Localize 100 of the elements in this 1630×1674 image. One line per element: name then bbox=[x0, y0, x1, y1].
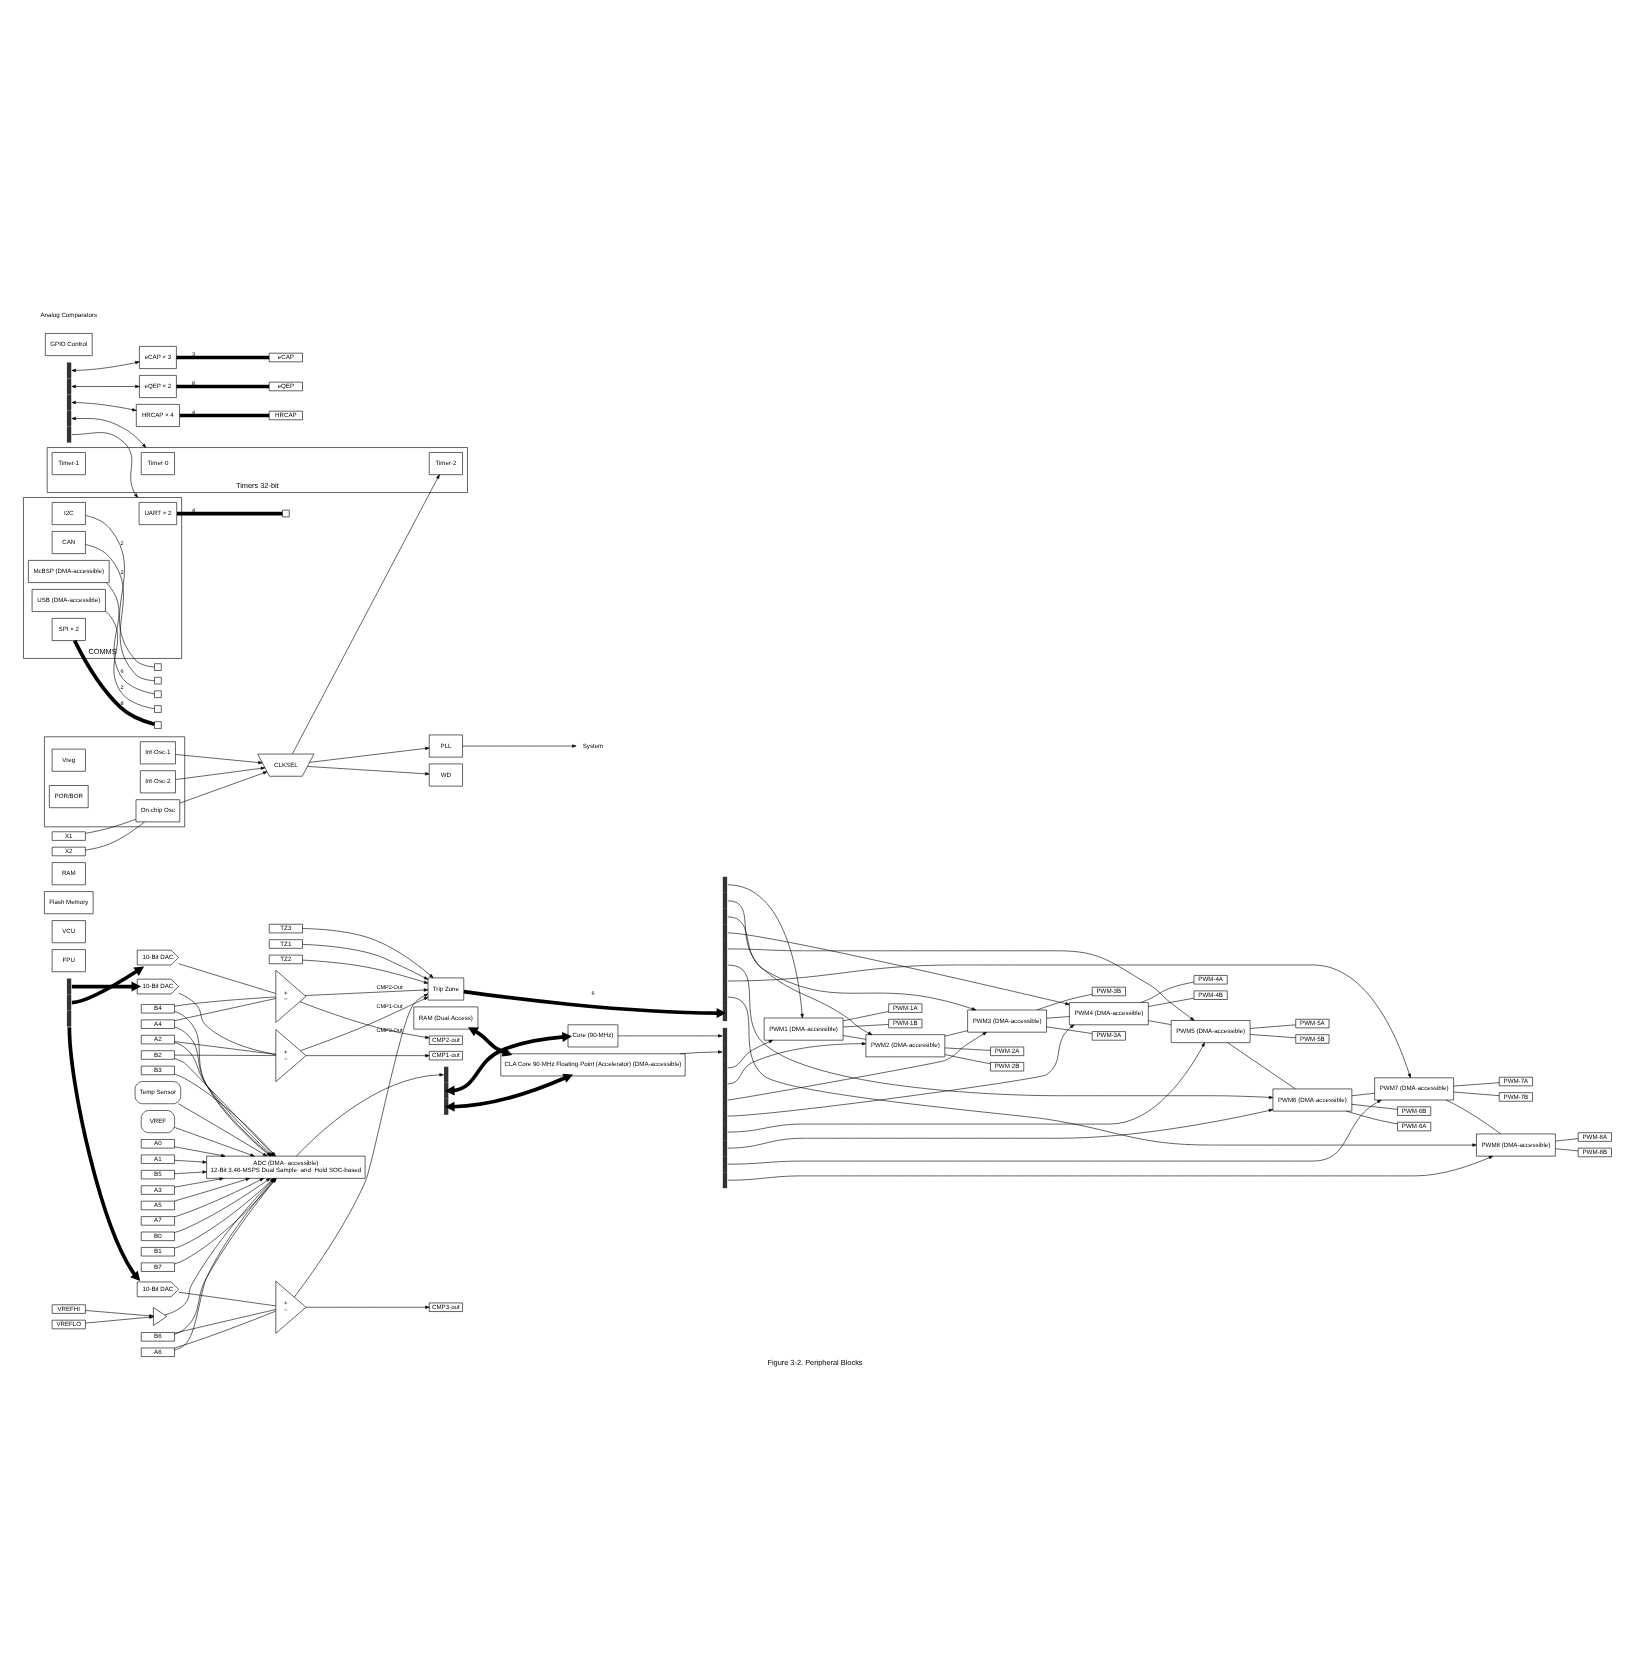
connector bbox=[842, 1011, 889, 1022]
arrow bbox=[307, 766, 430, 776]
arrow bbox=[727, 1042, 867, 1085]
node-triangle bbox=[153, 1307, 168, 1326]
connector bbox=[1148, 997, 1195, 1007]
connector bbox=[178, 963, 276, 994]
arrow bbox=[305, 1305, 430, 1309]
connector bbox=[1445, 1099, 1501, 1135]
cluster bbox=[44, 736, 186, 828]
connector bbox=[174, 1310, 276, 1349]
connector bbox=[842, 1024, 889, 1028]
arrow bbox=[727, 1155, 1494, 1181]
arrow bbox=[294, 993, 429, 1298]
arrow bbox=[296, 1073, 444, 1157]
connector bbox=[179, 413, 270, 418]
connector bbox=[944, 1030, 968, 1037]
arrow bbox=[309, 746, 430, 763]
node-box bbox=[154, 721, 162, 729]
connector bbox=[176, 355, 270, 360]
arrow bbox=[300, 996, 429, 1051]
arrow bbox=[179, 771, 268, 804]
arrow bbox=[71, 981, 142, 992]
arrow bbox=[305, 1054, 430, 1058]
arrow bbox=[174, 1127, 255, 1157]
arrow bbox=[175, 754, 263, 765]
arrow bbox=[174, 1146, 226, 1158]
connector bbox=[1140, 981, 1195, 1003]
connector bbox=[1148, 1020, 1172, 1025]
arrow bbox=[727, 1024, 1075, 1117]
arrow bbox=[174, 1170, 207, 1174]
connector bbox=[1351, 1104, 1398, 1110]
arrow bbox=[727, 964, 1274, 1099]
connector bbox=[1046, 1016, 1070, 1019]
arrow bbox=[71, 416, 147, 448]
arrow bbox=[71, 361, 140, 372]
arrow bbox=[174, 1177, 224, 1188]
connector bbox=[174, 1054, 277, 1056]
arrow bbox=[727, 1031, 987, 1101]
arrow bbox=[304, 988, 429, 996]
arrow bbox=[299, 1001, 430, 1039]
connector bbox=[174, 998, 277, 1021]
connector bbox=[944, 1054, 991, 1065]
node-box bbox=[154, 663, 162, 671]
connector bbox=[174, 1041, 277, 1055]
node-box bbox=[282, 509, 290, 518]
arrow bbox=[679, 1050, 723, 1055]
connector bbox=[178, 992, 276, 1055]
arrow bbox=[727, 1039, 774, 1069]
arrow bbox=[174, 1178, 271, 1233]
arrow bbox=[445, 1032, 572, 1096]
node-box bbox=[154, 676, 162, 685]
arrow bbox=[727, 1042, 1205, 1133]
connector bbox=[176, 511, 283, 516]
connector bbox=[1046, 1026, 1093, 1034]
connector bbox=[842, 1035, 867, 1040]
arrow bbox=[727, 1108, 1274, 1149]
connector bbox=[1249, 1024, 1296, 1029]
connector bbox=[1036, 994, 1093, 1011]
arrow bbox=[71, 966, 145, 1005]
connector bbox=[85, 821, 145, 851]
arrow bbox=[727, 884, 804, 1019]
connector bbox=[174, 1309, 277, 1334]
connector bbox=[174, 996, 276, 1007]
arrow bbox=[71, 400, 137, 412]
arrow bbox=[175, 766, 266, 780]
arrow bbox=[174, 1159, 207, 1164]
node-box bbox=[154, 690, 162, 698]
connector bbox=[105, 610, 155, 709]
arrow bbox=[302, 959, 429, 984]
arrow bbox=[67, 1027, 141, 1282]
connector bbox=[85, 818, 137, 834]
connector bbox=[1346, 1110, 1398, 1125]
arrow bbox=[727, 900, 873, 1035]
arrow bbox=[727, 932, 1070, 1006]
arrow bbox=[727, 916, 977, 1011]
connector bbox=[106, 582, 155, 695]
arrow bbox=[292, 474, 440, 755]
arrow bbox=[462, 744, 577, 748]
connector bbox=[1227, 1042, 1296, 1090]
arrow bbox=[71, 432, 138, 498]
arrow bbox=[174, 1178, 264, 1218]
arrow bbox=[71, 384, 140, 389]
connector bbox=[1249, 1034, 1296, 1039]
connector bbox=[85, 515, 155, 668]
connector bbox=[176, 384, 270, 389]
arrow bbox=[727, 964, 1411, 1078]
arrow bbox=[173, 1177, 250, 1202]
connector bbox=[72, 639, 155, 727]
arrow bbox=[178, 1103, 268, 1157]
connector bbox=[178, 1291, 276, 1307]
arrow bbox=[617, 1034, 723, 1038]
connector bbox=[944, 1047, 991, 1051]
arrow bbox=[468, 1027, 513, 1057]
arrow bbox=[463, 989, 727, 1019]
arrow bbox=[302, 944, 429, 980]
arrow bbox=[727, 996, 1477, 1147]
arrow bbox=[302, 928, 434, 979]
connector bbox=[85, 544, 155, 681]
arrow bbox=[727, 1099, 1382, 1165]
node-box bbox=[154, 705, 162, 713]
